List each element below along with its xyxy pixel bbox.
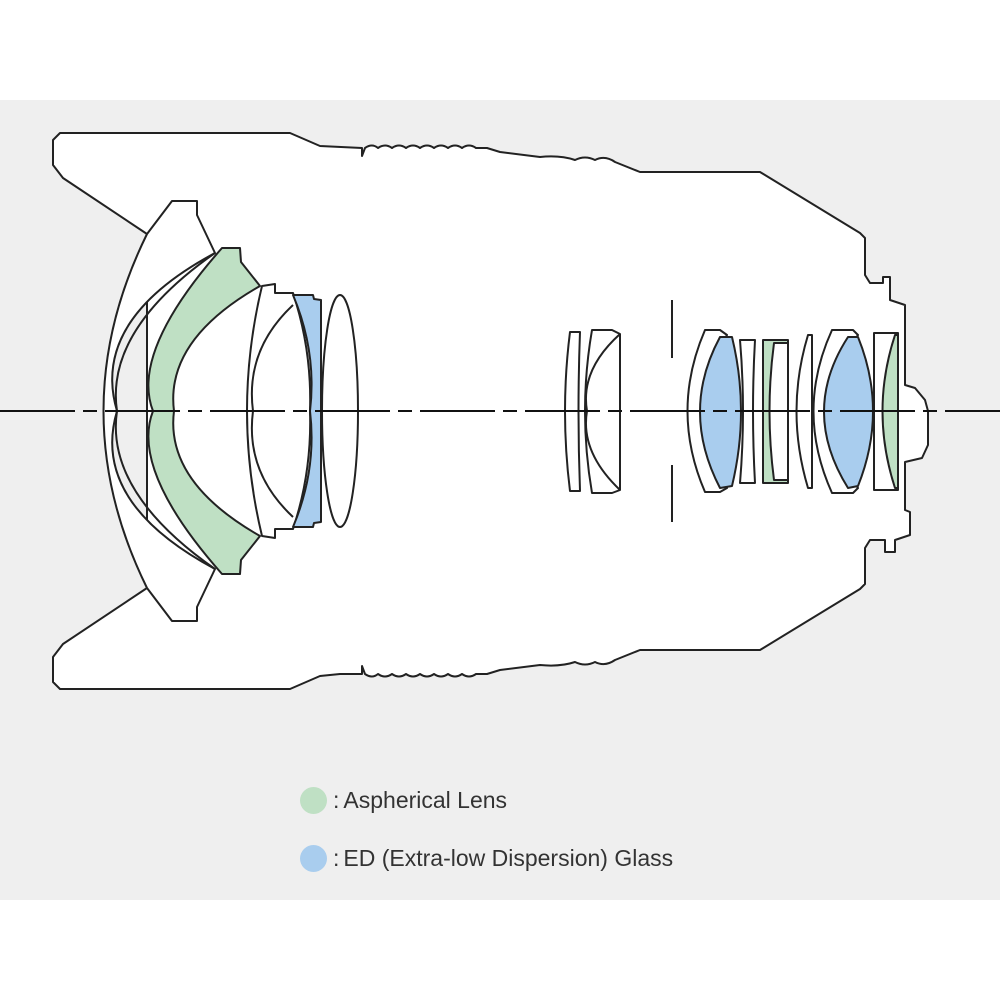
- aspherical-swatch-icon: [300, 787, 327, 814]
- lens-element-1: [102, 200, 216, 622]
- lens-element-9-ed: [699, 336, 742, 489]
- legend-item-ed-glass: : ED (Extra-low Dispersion) Glass: [300, 845, 673, 872]
- ed-glass-swatch-icon: [300, 845, 327, 872]
- legend-label: Aspherical Lens: [343, 787, 508, 813]
- lens-element-4-ed: [292, 294, 322, 528]
- legend-label: ED (Extra-low Dispersion) Glass: [343, 845, 674, 871]
- lens-element-14-ed: [823, 336, 874, 489]
- legend-item-aspherical: : Aspherical Lens: [300, 787, 507, 814]
- lens-element-7: [584, 329, 621, 494]
- legend-separator: :: [333, 845, 340, 871]
- legend-separator: :: [333, 787, 340, 813]
- lens-element-2-aspherical: [147, 247, 261, 575]
